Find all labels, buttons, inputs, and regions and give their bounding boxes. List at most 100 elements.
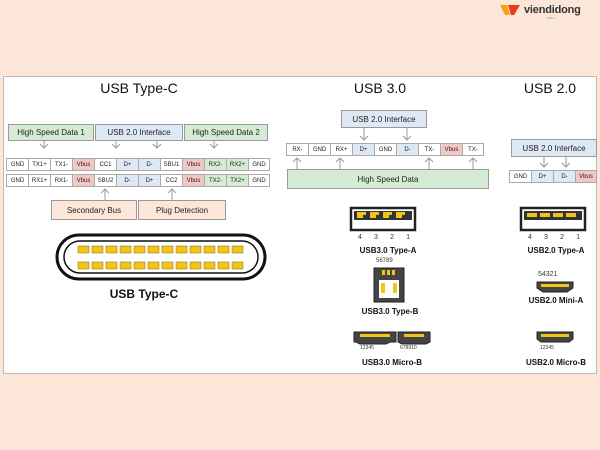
typec-top-arrows — [39, 141, 219, 149]
usb3-pin: TX- — [462, 143, 484, 156]
typec-contact — [189, 261, 202, 270]
typec-contact — [91, 245, 104, 254]
usb2-pin: GND — [509, 170, 531, 183]
typec-contact — [161, 261, 174, 270]
typec-pin: GND — [248, 158, 270, 171]
logo-subtext: .com — [546, 15, 555, 20]
typec-contact — [161, 245, 174, 254]
usb2-mini-caption: USB2.0 Mini-A — [528, 296, 584, 305]
typec-pin: Vbus — [182, 174, 204, 187]
usb3-title: USB 3.0 — [353, 80, 407, 96]
typec-pin: Vbus — [72, 158, 94, 171]
usb2-micro-icon — [536, 331, 574, 343]
typec-hs1-box: High Speed Data 1 — [8, 124, 94, 141]
typec-contact — [217, 261, 230, 270]
typec-contact — [133, 245, 146, 254]
typec-pin: SBU2 — [94, 174, 116, 187]
typec-pin: TX2- — [204, 174, 226, 187]
usb3-pin: RX- — [286, 143, 308, 156]
usb3-pin: TX- — [418, 143, 440, 156]
usb3-pin: Vbus — [440, 143, 462, 156]
typec-bottom-arrows — [100, 188, 177, 200]
usb3-microb-icon — [353, 331, 431, 345]
typec-pin: GND — [6, 158, 28, 171]
typec-contact — [119, 261, 132, 270]
pin-number: 3 — [374, 234, 378, 241]
pin-number: 4 — [358, 234, 362, 241]
usb2-pin: D- — [553, 170, 575, 183]
usb3-typea-icon — [349, 206, 417, 232]
typec-usb2-box: USB 2.0 Interface — [95, 124, 183, 141]
usb3-typeb-pin-numbers: 56789 — [376, 258, 393, 264]
typec-contact — [231, 245, 244, 254]
usb3-microb-right-numbers: 678910 — [400, 345, 417, 351]
usb2-title: USB 2.0 — [523, 80, 577, 96]
pin-number: 1 — [576, 234, 580, 241]
typec-contact — [203, 261, 216, 270]
typec-pin: Vbus — [72, 174, 94, 187]
secondary-bus-box: Secondary Bus — [51, 200, 137, 220]
typec-pin-row-1: GND TX1+ TX1- Vbus CC1 D+ D- SBU1 Vbus R… — [6, 158, 270, 171]
usb3-pin: RX+ — [330, 143, 352, 156]
usb2-pin-row: GND D+ D- Vbus — [509, 170, 597, 183]
pin-number: 2 — [560, 234, 564, 241]
typec-contact — [147, 245, 160, 254]
typec-pin: TX1- — [50, 158, 72, 171]
usb2-typea-pin-numbers: 4 3 2 1 — [528, 234, 580, 241]
typec-contact — [175, 261, 188, 270]
usb3-top-arrows — [359, 128, 412, 141]
typec-pin: RX2- — [204, 158, 226, 171]
usb2-typea-icon — [519, 206, 587, 232]
usb3-typea-pin-numbers: 4 3 2 1 — [358, 234, 410, 241]
typec-contact — [175, 245, 188, 254]
usb2-micro-pin-numbers: 12345 — [540, 345, 554, 351]
typec-contact — [189, 245, 202, 254]
usb2-mini-icon — [536, 281, 574, 293]
typec-contact — [203, 245, 216, 254]
typec-contact — [91, 261, 104, 270]
usb3-usb2-box: USB 2.0 Interface — [341, 110, 427, 128]
usb2-pin: D+ — [531, 170, 553, 183]
usb3-typea-caption: USB3.0 Type-A — [359, 246, 417, 255]
typec-caption: USB Type-C — [109, 287, 179, 301]
typec-pin: D+ — [138, 174, 160, 187]
pin-number: 1 — [406, 234, 410, 241]
typec-pin: TX1+ — [28, 158, 50, 171]
typec-contact — [77, 261, 90, 270]
typec-contact — [105, 261, 118, 270]
pin-number: 2 — [390, 234, 394, 241]
usb-pinout-panel: USB Type-C High Speed Data 1 USB 2.0 Int… — [3, 76, 597, 374]
usb2-micro-caption: USB2.0 Micro-B — [525, 358, 586, 367]
typec-contact — [119, 245, 132, 254]
typec-pin: D+ — [116, 158, 138, 171]
usb2-pin: Vbus — [575, 170, 597, 183]
typec-contact — [217, 245, 230, 254]
typec-pin: CC1 — [94, 158, 116, 171]
typec-pin: RX2+ — [226, 158, 248, 171]
typec-contact — [133, 261, 146, 270]
usb2-usb2-box: USB 2.0 Interface — [511, 139, 597, 157]
typec-pin: SBU1 — [160, 158, 182, 171]
typec-title: USB Type-C — [100, 80, 178, 96]
typec-hs2-box: High Speed Data 2 — [184, 124, 268, 141]
typec-contact — [231, 261, 244, 270]
usb2-mini-pin-numbers: 54321 — [538, 271, 558, 278]
plug-detection-box: Plug Detection — [138, 200, 226, 220]
usb3-pin: GND — [308, 143, 330, 156]
logo-mark-icon — [500, 5, 520, 15]
usb3-hs-box: High Speed Data — [287, 169, 489, 189]
usb2-arrows — [539, 157, 571, 168]
typec-pin: GND — [6, 174, 28, 187]
typec-pin: RX1+ — [28, 174, 50, 187]
usb3-typeb-icon — [373, 267, 405, 303]
typec-pin: CC2 — [160, 174, 182, 187]
usb2-typea-caption: USB2.0 Type-A — [527, 246, 585, 255]
typec-pin: Vbus — [182, 158, 204, 171]
pin-number: 3 — [544, 234, 548, 241]
logo-text: viendidong — [524, 4, 581, 16]
pin-number: 4 — [528, 234, 532, 241]
usb3-microb-caption: USB3.0 Micro-B — [361, 358, 422, 367]
usb3-pin: D+ — [352, 143, 374, 156]
typec-contact — [147, 261, 160, 270]
typec-pin: GND — [248, 174, 270, 187]
